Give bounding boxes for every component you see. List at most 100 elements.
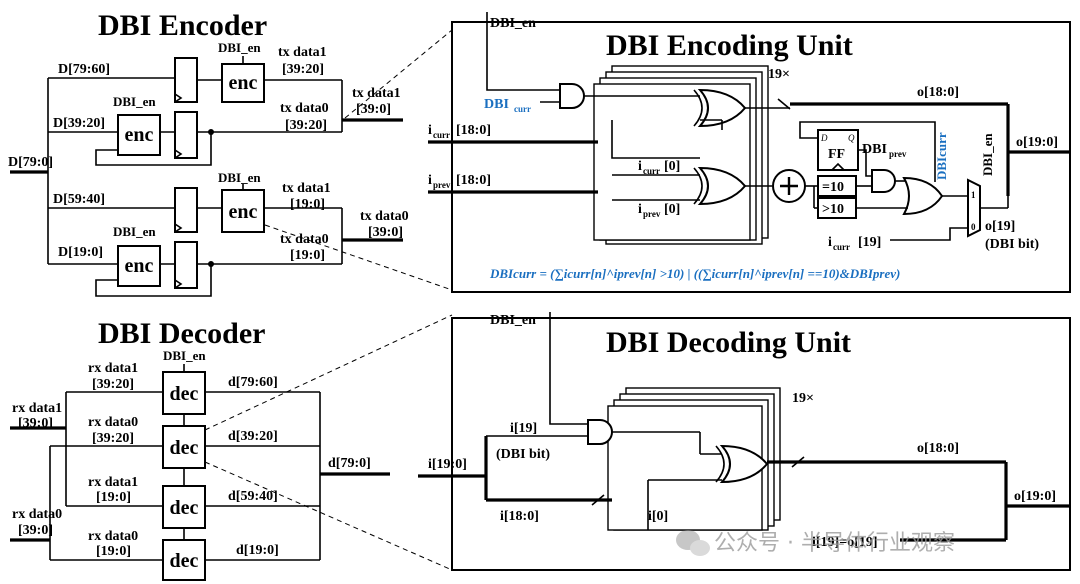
encoder-dbi-en-3: DBI_en [218, 170, 261, 185]
encoder-tx-data0-c: tx data0 [360, 209, 409, 224]
decoder-d39-20: d[39:20] [228, 429, 278, 444]
enc-label: enc [125, 124, 154, 146]
decoder-rx-data0-c: rx data0 [88, 529, 138, 544]
decoding-o18: o[18:0] [917, 441, 959, 456]
wechat-icon [676, 530, 710, 556]
decoding-unit-frame [451, 317, 1071, 571]
decoder-range-c: [39:20] [92, 377, 134, 392]
encoder-tx-data1-c: tx data1 [282, 181, 331, 196]
encoding-ff-d: D [820, 133, 828, 143]
encoding-icurr-sub: curr [433, 130, 450, 140]
encoding-icurr19-base: i [828, 235, 832, 250]
encoder-range-f: [39:0] [368, 225, 403, 240]
encoding-dbi-prev-sub: prev [889, 149, 907, 159]
encoding-iprev0-rest: [0] [664, 202, 680, 217]
encoder-tx-data1-b: tx data1 [352, 86, 401, 101]
dec-label: dec [170, 497, 199, 519]
encoding-iprev-sub: prev [433, 180, 451, 190]
decoding-i19-eq: i[19]=o[19] [812, 535, 878, 550]
decoding-i19-0: i[19:0] [428, 457, 467, 472]
encoder-feedback-2 [95, 132, 212, 166]
encoder-ff-4 [174, 241, 198, 289]
decoder-rx-data0-a: rx data0 [12, 507, 62, 522]
decoder-range-b: [39:0] [18, 523, 53, 538]
encoding-iprev-rest: [18:0] [456, 173, 491, 188]
encoding-mux-1: 1 [971, 190, 976, 200]
encoding-iprev0-sub: prev [643, 209, 661, 219]
encoding-dbi-curr-sub: curr [514, 104, 531, 114]
encoding-ff-label: FF [828, 147, 845, 162]
decoder-rx-data0-b: rx data0 [88, 415, 138, 430]
encoding-or-gate [902, 176, 944, 216]
encoder-dbi-en-4: DBI_en [113, 224, 156, 239]
decoding-stack-count: 19× [792, 391, 814, 406]
decoding-unit-section: DBI Decoding Unit DBI_en 19× i[19:0] i[1… [418, 312, 1071, 571]
clock-mark [831, 162, 845, 171]
decoder-range-d: [39:20] [92, 431, 134, 446]
dec-label: dec [170, 437, 199, 459]
xor-back-curve [693, 89, 703, 127]
decoder-rx-data1-b: rx data1 [88, 361, 138, 376]
clock-mark [174, 93, 183, 103]
decoder-dec-1 [162, 371, 206, 415]
encoding-and-small [871, 169, 896, 193]
encoding-ff-q: Q [848, 133, 855, 143]
encoding-icurr-base: i [428, 123, 432, 138]
encoder-feedback-4 [95, 264, 212, 297]
encoder-d19-0-label: D[19:0] [58, 245, 103, 260]
encoding-o19-0-label: o[19:0] [1016, 135, 1058, 150]
encoder-input-label: D[79:0] [8, 155, 53, 170]
encoding-gt10: >10 [822, 202, 844, 217]
encoding-xor-top [697, 88, 747, 128]
encoder-range-e: [19:0] [290, 248, 325, 263]
encoder-dbi-en-2: DBI_en [113, 94, 156, 109]
decoder-rx-data1-c: rx data1 [88, 475, 138, 490]
enc-label: enc [229, 72, 258, 94]
encoding-iprev-base: i [428, 173, 432, 188]
bus-slash [591, 494, 605, 506]
encoding-equation: DBIcurr = (∑icurr[n]^iprev[n] >10) | ((∑… [489, 266, 900, 281]
decoder-d79-0: d[79:0] [328, 456, 371, 471]
zoom-line [264, 224, 453, 291]
encoder-ff-3 [174, 187, 198, 233]
decoder-dec-4 [162, 539, 206, 581]
decoding-i19: i[19] [510, 421, 537, 436]
decoding-xor [719, 444, 769, 484]
decoder-range-f: [19:0] [96, 544, 131, 559]
encoding-xor-bottom [697, 166, 747, 206]
encoding-unit-section: DBI Encoding Unit DBI_en 19× DBI curr o[… [428, 12, 1071, 293]
wire [890, 227, 968, 241]
encoding-unit-frame [451, 21, 1071, 293]
encoding-o18-label: o[18:0] [917, 85, 959, 100]
encoding-icurr0-sub: curr [643, 166, 660, 176]
decoder-d19-0: d[19:0] [236, 543, 279, 558]
clock-mark [174, 149, 183, 159]
xor-back-curve [693, 167, 703, 205]
encoding-o19: o[19] [985, 219, 1015, 234]
decoder-range-e: [19:0] [96, 490, 131, 505]
dec-label: dec [170, 383, 199, 405]
encoder-title: DBI Encoder [98, 9, 267, 42]
encoder-d59-40-label: D[59:40] [53, 192, 105, 207]
encoding-icurr0-base: i [638, 159, 642, 174]
encoding-icurr-rest: [18:0] [456, 123, 491, 138]
dec-label: dec [170, 550, 199, 572]
encoder-range-d: [19:0] [290, 197, 325, 212]
decoder-section: DBI Decoder DBI_en rx data1 [39:0] rx da… [10, 317, 390, 581]
encoding-dbi-bit: (DBI bit) [985, 237, 1039, 252]
clock-mark [174, 223, 183, 233]
encoding-unit-title: DBI Encoding Unit [606, 29, 853, 62]
bus-slash [791, 456, 805, 468]
wire [549, 312, 588, 425]
decoder-d59-40: d[59:40] [228, 489, 278, 504]
decoder-title: DBI Decoder [98, 317, 265, 350]
decoding-unit-dbi-en: DBI_en [490, 313, 536, 328]
encoding-ff-feedback [799, 121, 936, 182]
encoder-range-c: [39:0] [356, 102, 391, 117]
decoder-dbi-en: DBI_en [163, 348, 206, 363]
encoding-unit-dbi-en: DBI_en [490, 16, 536, 31]
zoom-line [344, 29, 453, 119]
wire [858, 149, 872, 177]
decoding-and-gate [587, 419, 613, 445]
watermark-text: 公众号 · 半导体行业观察 [714, 531, 955, 556]
